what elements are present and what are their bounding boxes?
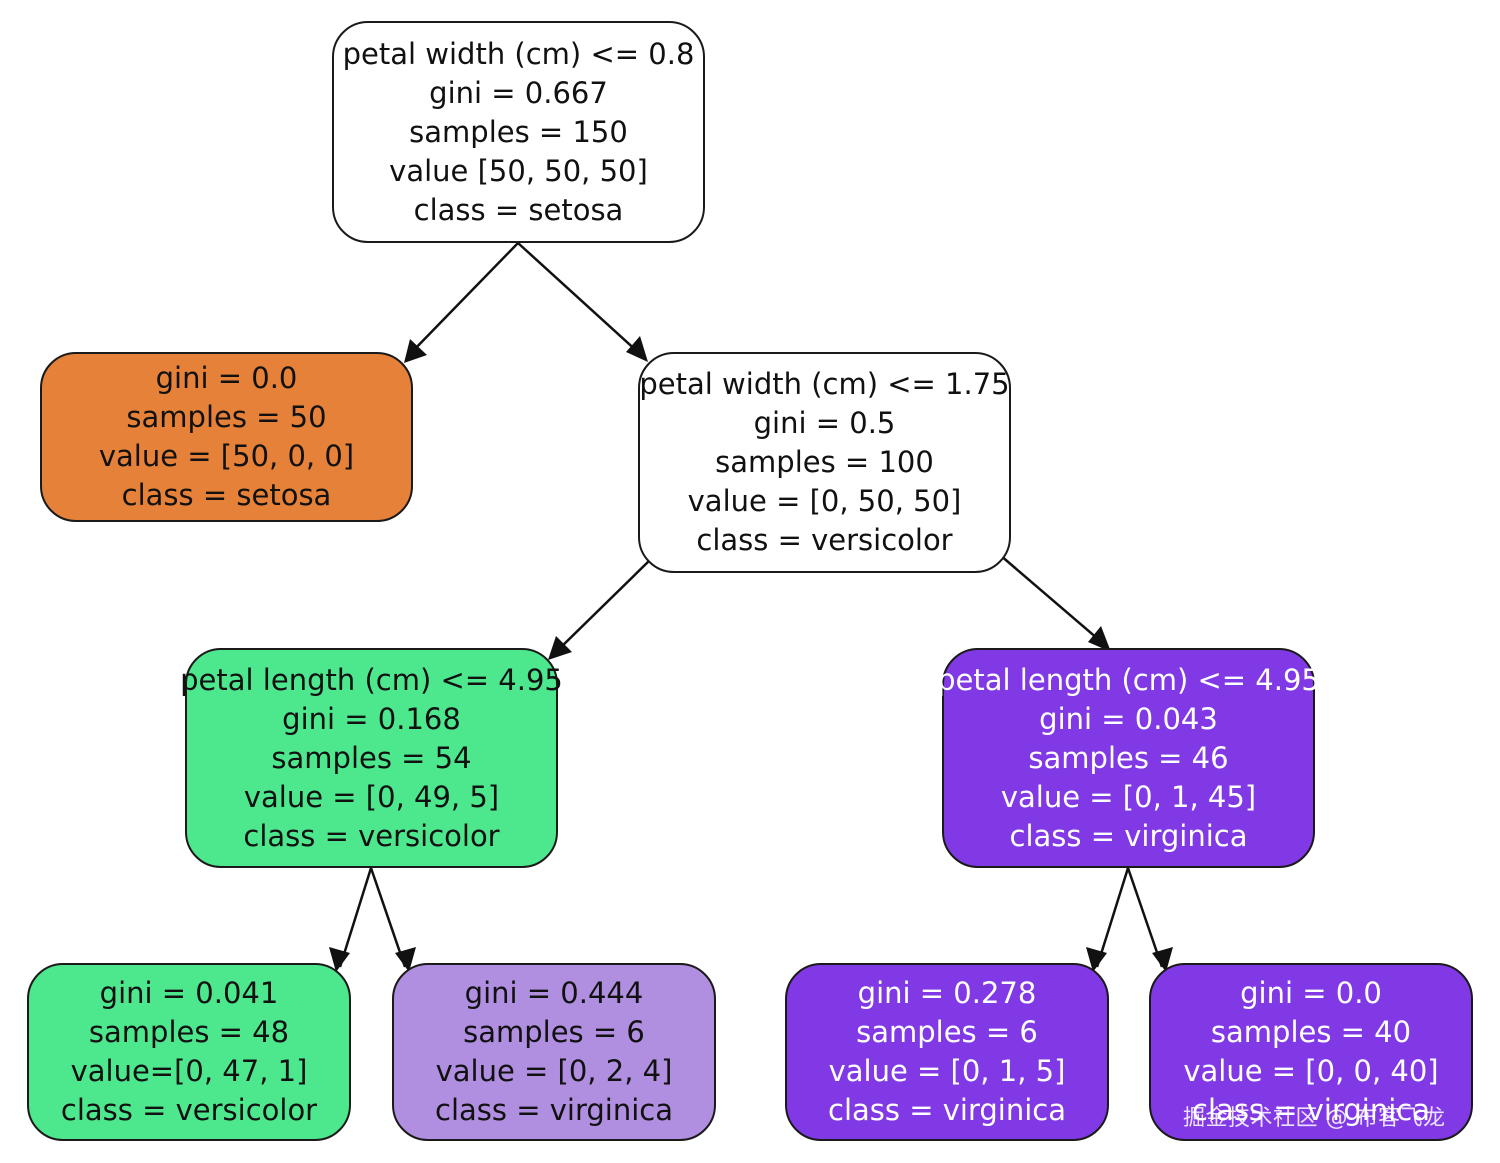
edge-split-width-to-right: [999, 554, 1106, 646]
arrowhead: [548, 636, 572, 660]
arrowhead: [329, 947, 350, 972]
arrowhead: [1086, 947, 1107, 972]
arrowhead: [1152, 947, 1173, 972]
leaf-virginica-light-node: gini = 0.444 samples = 6 value = [0, 2, …: [392, 963, 716, 1141]
node-line: samples = 6: [463, 1015, 645, 1049]
node-line: gini = 0.278: [857, 976, 1037, 1010]
node-line: samples = 50: [126, 400, 327, 434]
leaf-versicolor-node: gini = 0.041 samples = 48 value=[0, 47, …: [27, 963, 351, 1141]
node-line: samples = 48: [88, 1015, 290, 1049]
watermark-text: 掘金技术社区 @ 布客飞龙: [1183, 1106, 1446, 1131]
split-petal-length-left-node: petal length (cm) <= 4.95 gini = 0.168 s…: [180, 648, 563, 868]
node-line: gini = 0.041: [99, 976, 279, 1010]
node-line: gini = 0.667: [429, 75, 608, 110]
node-line: class = virginica: [1009, 818, 1248, 853]
node-line: value = [0, 50, 50]: [687, 484, 962, 518]
node-line: class = virginica: [435, 1093, 673, 1127]
node-line: samples = 46: [1028, 740, 1229, 775]
node-line: petal length (cm) <= 4.95: [180, 662, 563, 697]
arrowhead: [395, 947, 416, 972]
node-line: class = virginica: [1192, 1093, 1430, 1127]
edge-root-to-setosa: [409, 242, 519, 355]
arrowhead: [626, 336, 648, 362]
node-line: gini = 0.0: [1240, 976, 1382, 1010]
edge-root-to-split-width: [517, 242, 641, 355]
node-line: class = versicolor: [243, 818, 500, 853]
node-line: petal width (cm) <= 1.75: [639, 367, 1010, 401]
node-line: value = [0, 49, 5]: [243, 779, 500, 814]
node-line: class = setosa: [121, 478, 332, 512]
node-line: samples = 6: [856, 1015, 1038, 1049]
node-line: samples = 150: [409, 114, 628, 149]
edge-split-width-to-left: [555, 559, 651, 653]
node-line: samples = 40: [1210, 1015, 1412, 1049]
node-line: petal length (cm) <= 4.95: [937, 662, 1320, 697]
node-line: value [50, 50, 50]: [389, 153, 648, 188]
setosa-leaf-node: gini = 0.0 samples = 50 value = [50, 0, …: [40, 352, 413, 522]
node-line: class = virginica: [828, 1093, 1066, 1127]
root-node: petal width (cm) <= 0.8 gini = 0.667 sam…: [332, 21, 705, 243]
node-line: gini = 0.168: [282, 701, 461, 736]
leaf-virginica-b-node: gini = 0.0 samples = 40 value = [0, 0, 4…: [1149, 963, 1473, 1141]
split-petal-width-node: petal width (cm) <= 1.75 gini = 0.5 samp…: [638, 352, 1011, 573]
node-line: gini = 0.5: [753, 406, 896, 440]
node-line: value = [0, 0, 40]: [1183, 1054, 1439, 1088]
arrowhead: [1088, 626, 1111, 652]
node-line: class = versicolor: [60, 1093, 318, 1127]
split-petal-length-right-node: petal length (cm) <= 4.95 gini = 0.043 s…: [937, 648, 1320, 868]
node-line: value = [0, 1, 5]: [828, 1054, 1066, 1088]
node-line: value = [0, 2, 4]: [435, 1054, 673, 1088]
node-line: petal width (cm) <= 0.8: [342, 36, 695, 71]
node-line: samples = 100: [715, 445, 934, 479]
node-line: value = [0, 1, 45]: [1000, 779, 1257, 814]
node-line: value = [50, 0, 0]: [98, 439, 355, 473]
node-line: value=[0, 47, 1]: [70, 1054, 308, 1088]
edge-left-to-leaf-virginica-light: [369, 867, 407, 968]
node-line: class = versicolor: [696, 523, 953, 557]
arrowhead: [404, 339, 427, 363]
node-line: samples = 54: [271, 740, 472, 775]
edge-right-to-leaf-virginica-b: [1126, 867, 1164, 968]
node-line: gini = 0.444: [464, 976, 644, 1010]
node-line: gini = 0.043: [1039, 701, 1218, 736]
edge-right-to-leaf-virginica-a: [1095, 867, 1130, 968]
node-line: class = setosa: [413, 192, 624, 227]
edge-left-to-leaf-versicolor: [338, 867, 373, 968]
node-line: gini = 0.0: [155, 361, 298, 395]
leaf-virginica-a-node: gini = 0.278 samples = 6 value = [0, 1, …: [785, 963, 1109, 1141]
